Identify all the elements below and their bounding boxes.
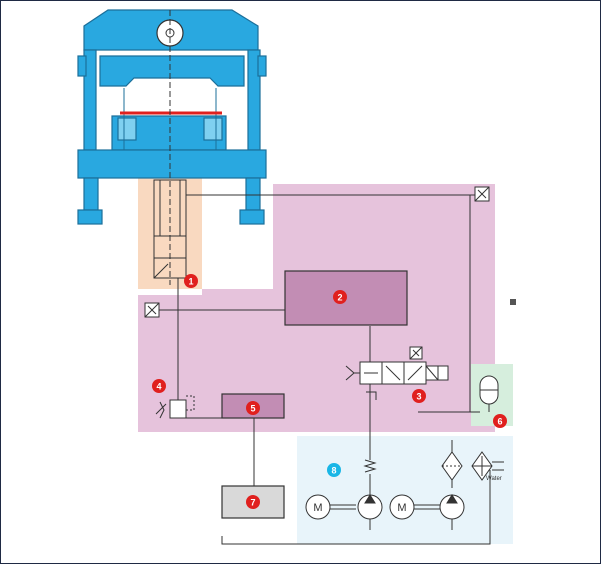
cooler-label: Water: [486, 476, 502, 482]
badge-1: 1: [184, 274, 198, 288]
pressure-sensor-top: [474, 186, 490, 202]
press-cylinder: [153, 179, 187, 279]
badge-6: 6: [493, 414, 507, 428]
svg-text:4: 4: [156, 382, 161, 392]
badge-8: 8: [327, 463, 341, 477]
press-frame: [77, 9, 267, 225]
badge-3: 3: [412, 389, 426, 403]
badge-7: 7: [246, 495, 260, 509]
accumulator: [479, 375, 499, 412]
badge-2: 2: [333, 290, 347, 304]
directional-valve: [345, 346, 449, 400]
pressure-sensor-left: [144, 302, 160, 318]
svg-text:8: 8: [331, 466, 336, 476]
svg-text:6: 6: [497, 417, 502, 427]
svg-text:3: 3: [416, 392, 421, 402]
relief-valve: [155, 395, 195, 419]
svg-text:1: 1: [188, 277, 193, 287]
pump-zone: [297, 436, 513, 544]
svg-text:5: 5: [250, 404, 255, 414]
badge-5: 5: [246, 401, 260, 415]
motor-1-label: M: [313, 502, 322, 514]
svg-text:2: 2: [337, 293, 342, 303]
pump-unit: [305, 451, 504, 530]
svg-text:7: 7: [250, 498, 255, 508]
badge-4: 4: [152, 379, 166, 393]
marker-square: [510, 299, 516, 305]
motor-2-label: M: [397, 502, 406, 514]
